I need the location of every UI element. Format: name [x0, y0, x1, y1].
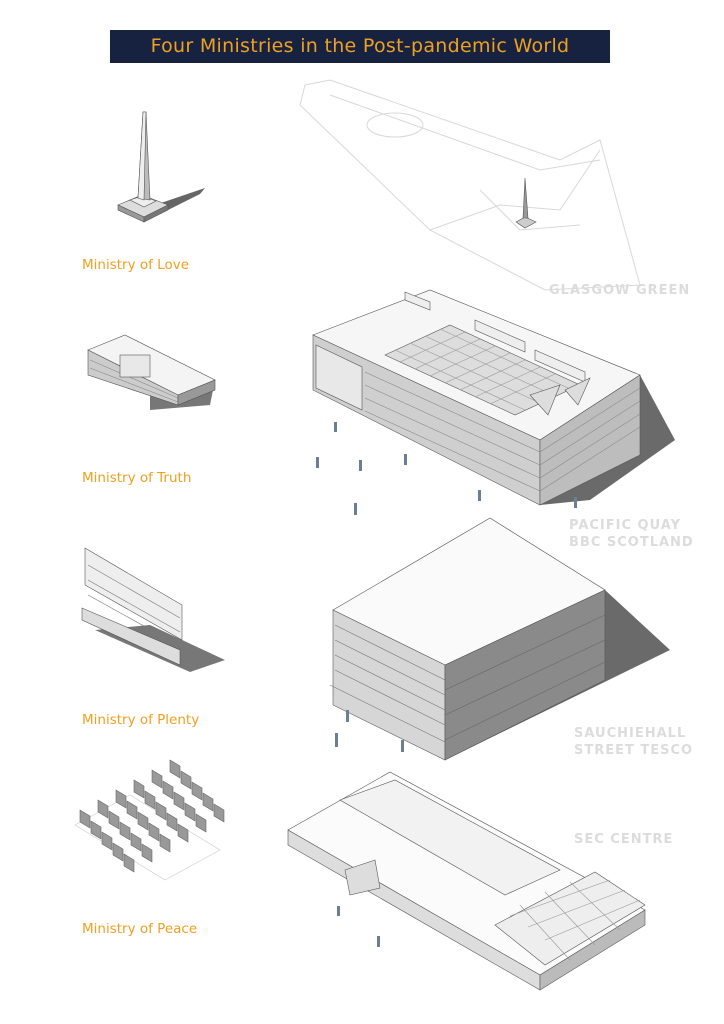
- peace-fin: [130, 832, 142, 852]
- peace-fin: [126, 800, 138, 820]
- pacific-quay-building: [312, 289, 675, 506]
- peace-fin: [169, 759, 181, 779]
- peace-fin: [173, 791, 185, 811]
- place-line-2: STREET TESCO: [574, 743, 694, 758]
- peace-fin: [148, 822, 160, 842]
- place-line-1: PACIFIC QUAY: [569, 518, 681, 533]
- poster-title: Four Ministries in the Post-pandemic Wor…: [110, 30, 610, 63]
- place-label-pacific-quay: PACIFIC QUAY BBC SCOTLAND: [569, 517, 694, 551]
- people-figures: [316, 422, 577, 947]
- peace-fin: [115, 789, 127, 809]
- peace-fin: [184, 802, 196, 822]
- peace-fin: [191, 781, 203, 801]
- peace-fin: [97, 799, 109, 819]
- sec-centre-building: [287, 771, 646, 991]
- peace-fin: [151, 769, 163, 789]
- ministry-of-truth-model: [87, 334, 216, 410]
- ministry-label-truth: Ministry of Truth: [82, 470, 192, 486]
- peace-fin: [133, 779, 145, 799]
- peace-fin: [155, 801, 167, 821]
- peace-fin: [159, 833, 171, 853]
- peace-fin: [166, 812, 178, 832]
- peace-fin: [144, 790, 156, 810]
- peace-fin: [213, 803, 225, 823]
- ministry-label-peace: Ministry of Peace: [82, 921, 198, 937]
- peace-fin: [141, 843, 153, 863]
- peace-fin: [162, 780, 174, 800]
- peace-fin: [195, 813, 207, 833]
- place-line-2: BBC SCOTLAND: [569, 535, 694, 550]
- ministry-label-love: Ministry of Love: [82, 257, 190, 273]
- peace-fin: [79, 809, 91, 829]
- peace-fin: [180, 770, 192, 790]
- place-line-1: SAUCHIEHALL: [574, 726, 687, 741]
- place-label-tesco: SAUCHIEHALL STREET TESCO: [574, 725, 693, 759]
- site-obelisk: [515, 177, 537, 229]
- ministry-of-plenty-model: [81, 547, 225, 672]
- peace-fin: [177, 823, 189, 843]
- glasgow-green-site-plan: [299, 79, 641, 291]
- peace-fin: [112, 842, 124, 862]
- sauchiehall-tesco-building: [329, 517, 670, 761]
- peace-fin: [90, 820, 102, 840]
- ministry-label-plenty: Ministry of Plenty: [82, 712, 200, 728]
- ministry-of-peace-model: [74, 759, 225, 881]
- peace-fin: [108, 810, 120, 830]
- peace-fin: [202, 792, 214, 812]
- peace-fin: [137, 811, 149, 831]
- peace-fin: [123, 853, 135, 873]
- peace-fin: [119, 821, 131, 841]
- peace-fin: [101, 831, 113, 851]
- place-label-sec-centre: SEC CENTRE: [574, 832, 674, 847]
- place-label-glasgow-green: GLASGOW GREEN: [549, 283, 691, 298]
- ministry-of-love-obelisk: [117, 111, 205, 223]
